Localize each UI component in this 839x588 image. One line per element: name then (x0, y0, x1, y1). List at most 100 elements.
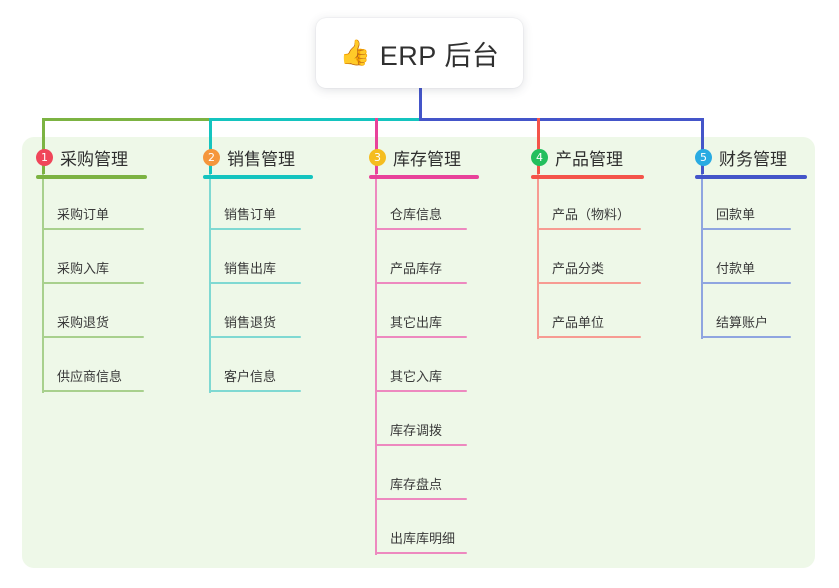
branch-drop-line-5 (701, 118, 704, 174)
leaf-item-rule (42, 228, 144, 230)
branch-column-库存管理: 3 库存管理 (369, 145, 479, 179)
leaf-item-label: 仓库信息 (390, 207, 443, 222)
leaf-item-rule (375, 390, 467, 392)
leaf-item[interactable]: 其它入库 (375, 366, 467, 392)
leaf-item[interactable]: 库存盘点 (375, 474, 467, 500)
leaf-item-rule (537, 336, 641, 338)
leaf-item-label: 客户信息 (224, 369, 277, 384)
branch-header-财务管理[interactable]: 5 财务管理 (695, 145, 807, 169)
branch-number-badge: 4 (531, 148, 548, 166)
leaf-item[interactable]: 产品单位 (537, 312, 641, 338)
leaf-item-rule (701, 282, 791, 284)
branch-header-库存管理[interactable]: 3 库存管理 (369, 145, 479, 169)
branch-header-rule (36, 175, 147, 179)
leaf-item-label: 产品分类 (552, 261, 605, 276)
leaf-item-rule (375, 444, 467, 446)
leaf-item-label: 其它入库 (390, 369, 443, 384)
leaf-item[interactable]: 付款单 (701, 258, 791, 284)
branch-title: 产品管理 (555, 149, 623, 169)
leaf-item-rule (209, 228, 301, 230)
leaf-item-rule (701, 336, 791, 338)
leaf-item-rule (375, 282, 467, 284)
leaf-item-label: 结算账户 (716, 315, 769, 330)
branch-title: 库存管理 (393, 149, 461, 169)
root-node-content: 👍 ERP 后台 (340, 34, 500, 73)
branch-header-rule (695, 175, 807, 179)
connector-bar-segment-1 (42, 118, 209, 121)
branch-number-badge: 1 (36, 148, 53, 166)
leaf-item[interactable]: 采购入库 (42, 258, 144, 284)
leaf-item[interactable]: 其它出库 (375, 312, 467, 338)
leaf-item-label: 产品单位 (552, 315, 605, 330)
leaf-item-label: 销售订单 (224, 207, 277, 222)
leaf-item[interactable]: 产品（物料） (537, 204, 641, 230)
branch-trunk-产品管理 (537, 174, 539, 339)
branch-column-采购管理: 1 采购管理 (36, 145, 147, 179)
leaf-item-rule (209, 282, 301, 284)
branch-trunk-财务管理 (701, 174, 703, 339)
leaf-item[interactable]: 销售退货 (209, 312, 301, 338)
leaf-item-label: 库存盘点 (390, 477, 443, 492)
root-node[interactable]: 👍 ERP 后台 (316, 18, 523, 88)
branch-header-采购管理[interactable]: 1 采购管理 (36, 145, 147, 169)
leaf-item[interactable]: 采购退货 (42, 312, 144, 338)
leaf-item-rule (42, 336, 144, 338)
leaf-item[interactable]: 销售订单 (209, 204, 301, 230)
root-trunk-line (419, 88, 422, 121)
leaf-item[interactable]: 仓库信息 (375, 204, 467, 230)
leaf-item-rule (42, 390, 144, 392)
branch-header-产品管理[interactable]: 4 产品管理 (531, 145, 644, 169)
leaf-item-rule (375, 228, 467, 230)
leaf-item[interactable]: 供应商信息 (42, 366, 144, 392)
branch-header-rule (369, 175, 479, 179)
branch-number-badge: 2 (203, 148, 220, 166)
branch-number-badge: 3 (369, 148, 386, 166)
leaf-item[interactable]: 库存调拨 (375, 420, 467, 446)
branch-column-产品管理: 4 产品管理 (531, 145, 644, 179)
connector-bar-segment-2 (209, 118, 419, 121)
leaf-item-label: 产品库存 (390, 261, 443, 276)
leaf-item-label: 付款单 (716, 261, 756, 276)
leaf-item-rule (375, 552, 467, 554)
leaf-item-label: 供应商信息 (57, 369, 123, 384)
branch-drop-line-4 (537, 118, 540, 174)
leaf-item-label: 产品（物料） (552, 207, 631, 222)
branch-header-rule (531, 175, 644, 179)
leaf-item-rule (209, 336, 301, 338)
root-title: ERP 后台 (379, 40, 500, 71)
leaf-item-label: 库存调拨 (390, 423, 443, 438)
leaf-item[interactable]: 客户信息 (209, 366, 301, 392)
leaf-item-rule (537, 282, 641, 284)
branch-title: 财务管理 (719, 149, 787, 169)
leaf-item[interactable]: 产品库存 (375, 258, 467, 284)
leaf-item-label: 其它出库 (390, 315, 443, 330)
leaf-item-label: 采购退货 (57, 315, 110, 330)
leaf-item-label: 采购订单 (57, 207, 110, 222)
branch-drop-line-2 (209, 118, 212, 174)
leaf-item[interactable]: 结算账户 (701, 312, 791, 338)
branch-column-财务管理: 5 财务管理 (695, 145, 807, 179)
leaf-item-label: 出库库明细 (390, 531, 456, 546)
connector-bar-segment-3 (419, 118, 704, 121)
branch-trunk-库存管理 (375, 174, 377, 555)
leaf-item-rule (537, 228, 641, 230)
leaf-item[interactable]: 出库库明细 (375, 528, 467, 554)
leaf-item[interactable]: 回款单 (701, 204, 791, 230)
leaf-item-rule (375, 336, 467, 338)
branches-panel (22, 137, 815, 568)
branch-header-rule (203, 175, 313, 179)
leaf-item[interactable]: 采购订单 (42, 204, 144, 230)
thumbs-up-icon: 👍 (339, 38, 371, 67)
branch-title: 采购管理 (60, 149, 128, 169)
leaf-item-label: 销售出库 (224, 261, 277, 276)
leaf-item-rule (209, 390, 301, 392)
branch-drop-line-3 (375, 118, 378, 174)
leaf-item-label: 采购入库 (57, 261, 110, 276)
leaf-item[interactable]: 产品分类 (537, 258, 641, 284)
leaf-item[interactable]: 销售出库 (209, 258, 301, 284)
leaf-item-rule (701, 228, 791, 230)
branch-number-badge: 5 (695, 148, 712, 166)
